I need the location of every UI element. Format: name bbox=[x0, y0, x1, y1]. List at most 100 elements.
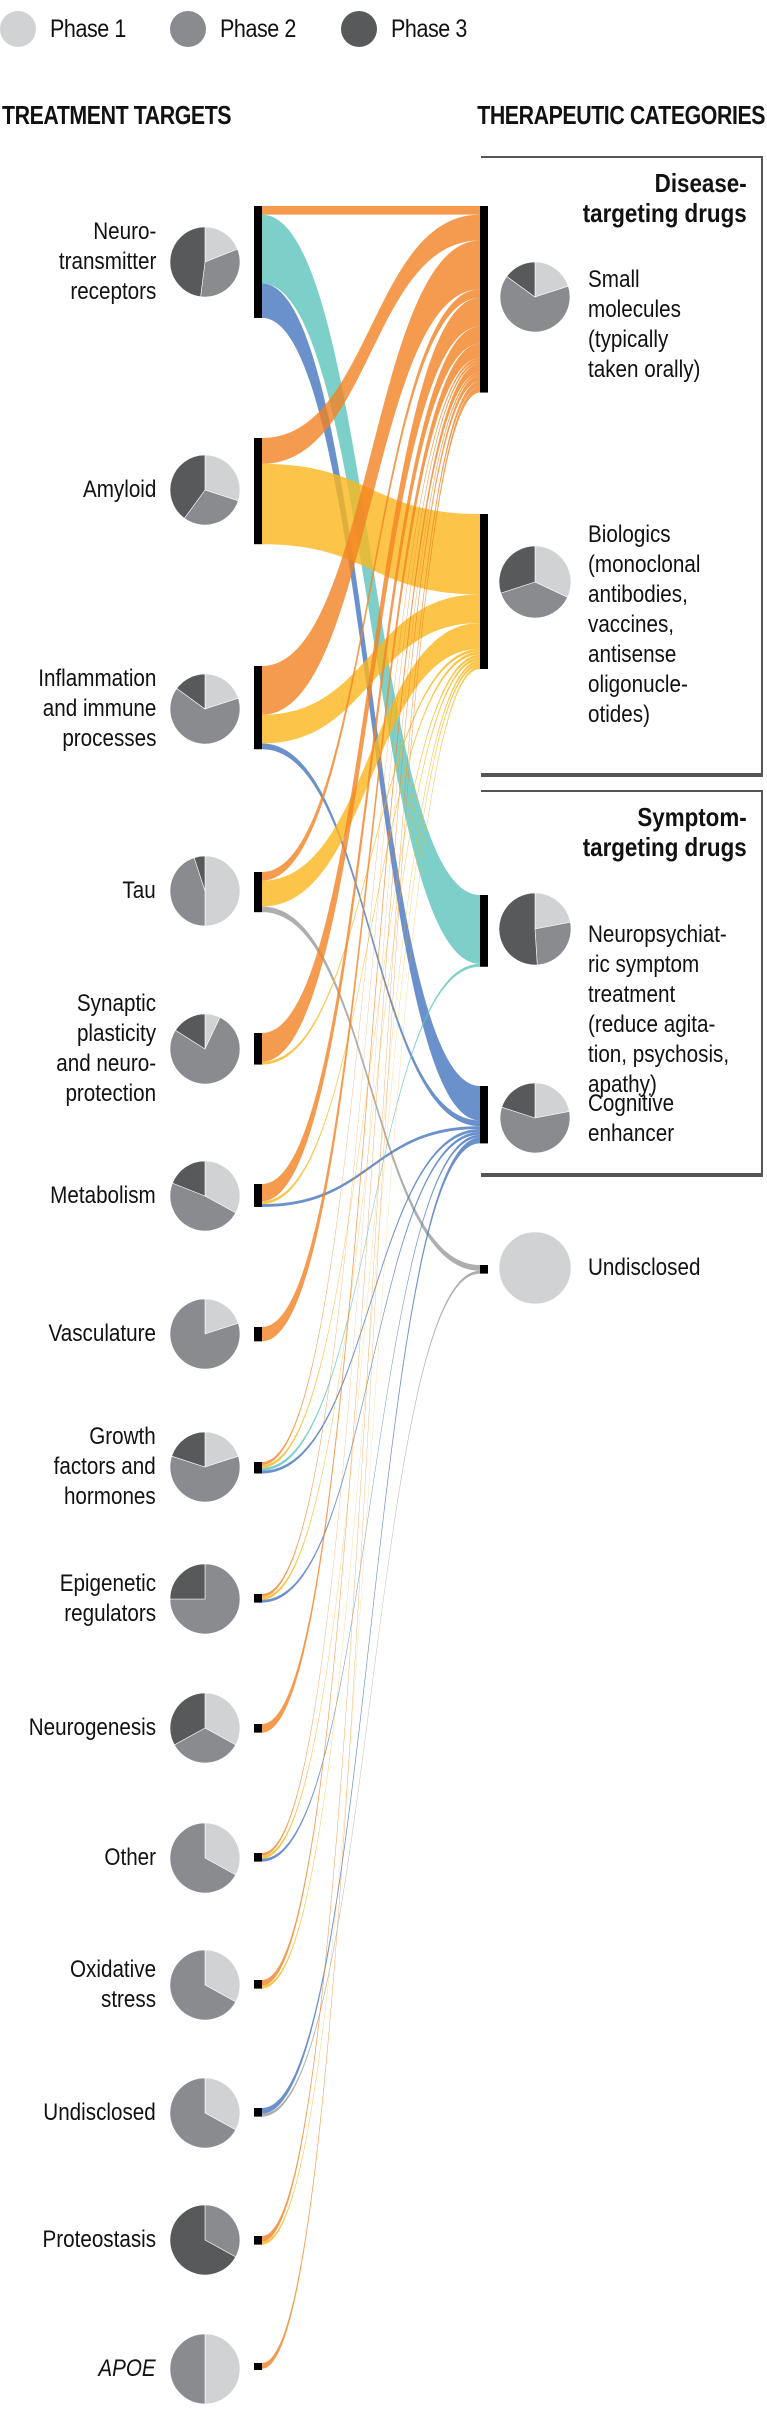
flow-tau-to-undisclosed bbox=[262, 906, 480, 1271]
source-label-other: Other bbox=[104, 1844, 156, 1871]
flow-synaptic-to-small_molecules bbox=[262, 297, 480, 1062]
source-node-bar-neuro bbox=[254, 206, 262, 318]
pie-vasculature bbox=[169, 1298, 241, 1370]
source-node-bar-neurogenesis bbox=[254, 1724, 262, 1733]
pie-small_molecules-slice-phase-3 bbox=[506, 261, 536, 298]
flow-other-to-biologics bbox=[262, 660, 480, 1859]
source-node-bar-tau bbox=[254, 872, 262, 913]
flow-epigenetic-to-cognitive bbox=[262, 1131, 480, 1603]
source-node-bar-vasculature bbox=[254, 1327, 262, 1342]
flow-neurogenesis-to-small_molecules bbox=[262, 363, 480, 1733]
pie-amyloid-slice-phase-3 bbox=[169, 454, 206, 519]
source-node-bar-undisclosed_t bbox=[254, 2108, 262, 2117]
target-node-bar-small_molecules bbox=[480, 206, 488, 393]
flow-oxidative-to-small_molecules bbox=[262, 375, 480, 1986]
pie-neuropsychiatric bbox=[498, 892, 572, 966]
source-label-undisclosed_t: Undisclosed bbox=[43, 2099, 156, 2126]
pie-undisclosed_t-slice-phase-2 bbox=[169, 2077, 237, 2149]
pie-tau bbox=[169, 855, 241, 927]
pie-neuropsychiatric-slice-phase-1 bbox=[534, 892, 571, 930]
source-label-amyloid: Amyloid bbox=[82, 476, 156, 503]
source-label-growth: Growth factors and hormones bbox=[53, 1423, 156, 1510]
pie-undisclosed bbox=[498, 1231, 572, 1305]
pie-neuro-slice-phase-2 bbox=[200, 248, 241, 298]
pie-vasculature-slice-phase-1 bbox=[204, 1298, 239, 1335]
pie-neuropsychiatric-slice-phase-2 bbox=[534, 921, 572, 966]
pie-other bbox=[169, 1822, 241, 1894]
flow-growth-to-cognitive bbox=[262, 1129, 480, 1474]
target-label-small_molecules: Small molecules (typically taken orally) bbox=[588, 266, 701, 383]
pie-synaptic bbox=[169, 1013, 241, 1085]
pie-synaptic-slice-phase-3 bbox=[175, 1013, 206, 1050]
symptom-box-top-border bbox=[481, 790, 763, 792]
pie-small_molecules-slice-phase-1 bbox=[534, 261, 569, 298]
flow-growth-to-small_molecules bbox=[262, 358, 480, 1465]
pie-biologics bbox=[498, 545, 572, 619]
target-label-neuropsychiatric: Neuropsychiat- ric symptom treatment (re… bbox=[588, 921, 730, 1098]
source-node-bar-epigenetic bbox=[254, 1594, 262, 1603]
pie-proteostasis-slice-phase-3 bbox=[169, 2204, 237, 2276]
source-label-apoe: APOE bbox=[98, 2355, 156, 2382]
source-node-bar-metabolism bbox=[254, 1184, 262, 1207]
target-node-bar-cognitive bbox=[480, 1086, 488, 1144]
pie-amyloid bbox=[169, 454, 241, 526]
pie-proteostasis bbox=[169, 2204, 241, 2276]
pie-metabolism-slice-phase-1 bbox=[204, 1160, 241, 1214]
source-node-bar-oxidative bbox=[254, 1980, 262, 1989]
flow-undisclosed_t-to-undisclosed bbox=[262, 1270, 480, 2117]
pie-inflammation-slice-phase-3 bbox=[176, 673, 206, 710]
target-label-undisclosed: Undisclosed bbox=[588, 1254, 701, 1281]
pie-apoe-slice-phase-1 bbox=[204, 2333, 241, 2405]
flow-oxidative-to-biologics bbox=[262, 663, 480, 1989]
pie-other-slice-phase-2 bbox=[169, 1822, 237, 1894]
flow-inflammation-to-small_molecules bbox=[262, 240, 480, 715]
source-label-inflammation: Inflammation and immune processes bbox=[37, 665, 156, 752]
pie-inflammation bbox=[169, 673, 241, 745]
source-label-proteostasis: Proteostasis bbox=[42, 2226, 156, 2253]
source-label-oxidative: Oxidative stress bbox=[69, 1956, 156, 2013]
pie-cognitive bbox=[499, 1082, 571, 1154]
flow-metabolism-to-cognitive bbox=[262, 1126, 480, 1207]
pie-cognitive-slice-phase-3 bbox=[501, 1082, 536, 1119]
flow-proteostasis-to-small_molecules bbox=[262, 381, 480, 2242]
pie-growth-slice-phase-2 bbox=[169, 1455, 241, 1503]
pie-apoe bbox=[169, 2333, 241, 2405]
pie-growth-slice-phase-3 bbox=[171, 1431, 206, 1468]
pie-oxidative bbox=[169, 1949, 241, 2021]
flow-neuro-to-small_molecules bbox=[262, 206, 480, 215]
legend-label-phase-3: Phase 3 bbox=[390, 14, 467, 43]
pies-layer bbox=[169, 226, 572, 2405]
target-node-bar-undisclosed bbox=[480, 1265, 488, 1274]
flow-other-to-small_molecules bbox=[262, 372, 480, 1856]
legend-label-phase-1: Phase 1 bbox=[50, 14, 126, 43]
pie-neurogenesis-slice-phase-1 bbox=[204, 1692, 241, 1746]
pie-undisclosed-slice-phase-1 bbox=[498, 1231, 572, 1305]
legend-item-phase-2: Phase 2 bbox=[170, 11, 308, 47]
pie-neuro bbox=[169, 226, 241, 298]
flow-metabolism-to-small_molecules bbox=[262, 326, 480, 1202]
flow-other-to-cognitive bbox=[262, 1134, 480, 1862]
source-label-epigenetic: Epigenetic regulators bbox=[59, 1570, 156, 1627]
pie-cognitive-slice-phase-2 bbox=[499, 1106, 571, 1154]
source-label-tau: Tau bbox=[122, 877, 156, 904]
flow-neuro-to-cognitive bbox=[262, 283, 480, 1121]
pie-growth-slice-phase-1 bbox=[204, 1431, 239, 1468]
pie-amyloid-slice-phase-1 bbox=[204, 454, 241, 502]
legend-swatch-phase-2 bbox=[170, 11, 207, 47]
flow-growth-to-biologics bbox=[262, 654, 480, 1468]
flow-proteostasis-to-biologics bbox=[262, 666, 480, 2245]
pie-cognitive-slice-phase-1 bbox=[534, 1082, 570, 1119]
pie-epigenetic-slice-phase-3 bbox=[169, 1563, 206, 1600]
pie-neurogenesis bbox=[169, 1692, 241, 1764]
phase-legend: Phase 1 Phase 2 Phase 3 bbox=[0, 8, 511, 50]
symptom-box-bottom-border bbox=[481, 1173, 763, 1175]
pie-neuropsychiatric-slice-phase-3 bbox=[498, 892, 538, 966]
legend-swatch-phase-1 bbox=[0, 11, 36, 47]
pie-tau-slice-phase-2 bbox=[169, 857, 206, 927]
legend-label-phase-2: Phase 2 bbox=[220, 14, 297, 43]
source-node-bar-growth bbox=[254, 1462, 262, 1474]
disease-box-bottom-border bbox=[481, 773, 763, 775]
source-node-bar-proteostasis bbox=[254, 2236, 262, 2245]
treatment-targets-header: TREATMENT TARGETS bbox=[2, 100, 232, 130]
source-node-bar-inflammation bbox=[254, 666, 262, 750]
